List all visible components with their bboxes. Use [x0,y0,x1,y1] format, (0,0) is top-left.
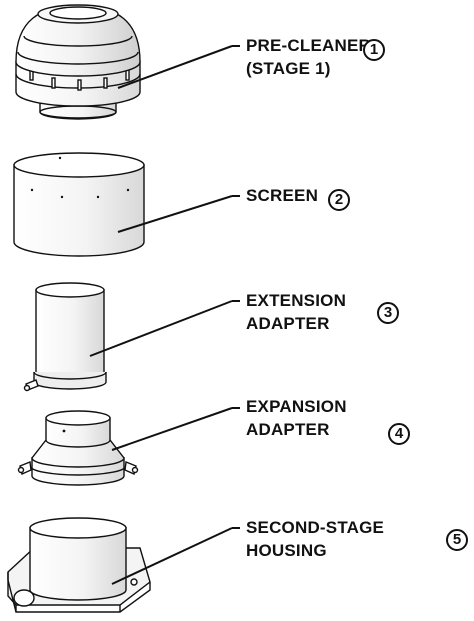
extension-adapter-part [23,282,107,392]
label-extension-adapter-line1: EXTENSION [246,291,347,310]
label-second-stage-housing-line1: SECOND-STAGE [246,518,385,537]
leader-line-5 [111,527,233,585]
expansion-adapter-part [17,410,139,486]
callout-number-2: 2 [328,189,350,211]
leader-line-4 [111,407,233,451]
callout-number-5: 5 [446,529,468,551]
screen-part [13,152,145,257]
pre-cleaner-part [15,4,141,120]
label-expansion-adapter-line1: EXPANSION [246,397,347,416]
callout-number-4: 4 [388,423,410,445]
label-second-stage-housing-line2: HOUSING [246,541,327,560]
callout-number-1: 1 [363,39,385,61]
leader-line-2 [117,195,233,233]
leader-line-1 [117,45,233,89]
label-screen: SCREEN [246,186,319,205]
label-pre-cleaner-line1: PRE-CLEANER [246,36,371,55]
leader-lines [89,45,240,585]
second-stage-housing-part [7,517,151,613]
label-expansion-adapter-line2: ADAPTER [246,420,330,439]
leader-line-3 [89,300,233,357]
label-pre-cleaner-line2: (STAGE 1) [246,59,331,78]
label-extension-adapter-line2: ADAPTER [246,314,330,333]
callout-number-3: 3 [377,302,399,324]
